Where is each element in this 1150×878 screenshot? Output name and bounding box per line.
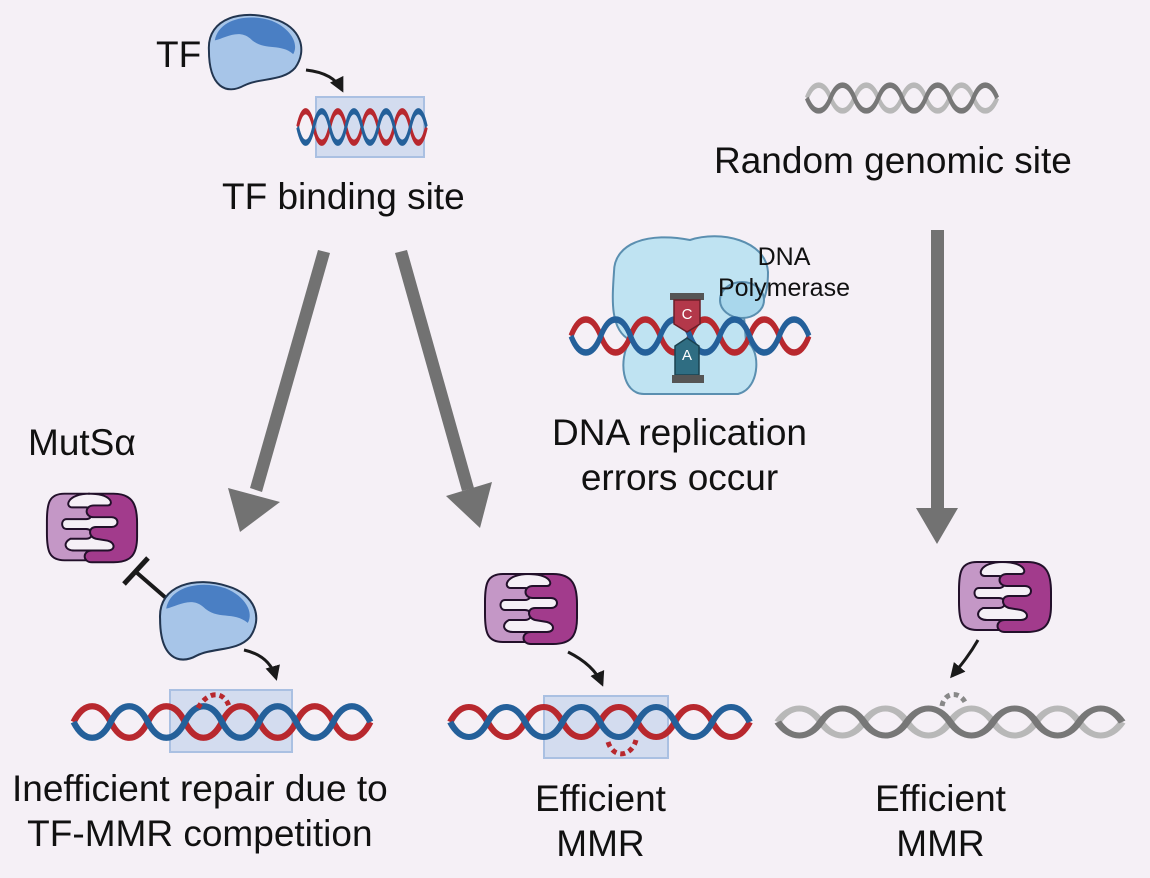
inefficient-repair-line1: Inefficient repair due to	[12, 768, 388, 809]
replication-errors-label: DNA replication errors occur	[552, 410, 807, 500]
inhibition-icon	[122, 556, 168, 600]
mutsa-protein-icon	[45, 492, 139, 564]
tf-binding-site-group	[207, 13, 427, 158]
flow-arrow-right	[916, 230, 958, 544]
efficient-mmr-right-line1: Efficient	[875, 778, 1006, 819]
dna-polymerase-label-line1: DNA	[757, 243, 811, 271]
flow-arrow-left	[228, 250, 330, 532]
tf-binding-arrow	[305, 68, 344, 93]
efficient-mmr-center-label: Efficient MMR	[535, 776, 666, 866]
tf-binding-box	[315, 96, 425, 158]
efficient-mmr-center-group	[450, 573, 750, 759]
replication-errors-line2: errors occur	[580, 457, 779, 499]
inefficient-repair-line2: TF-MMR competition	[27, 813, 373, 855]
efficient-mmr-center-line1: Efficient	[535, 778, 666, 819]
dna-helix-icon	[778, 709, 1122, 736]
efficient-mmr-center-line2: MMR	[556, 823, 645, 865]
mismatch-loop-icon	[939, 692, 969, 707]
dna-polymerase-label-line2: Polymerase	[718, 273, 850, 302]
efficient-mmr-right-line2: MMR	[896, 823, 985, 865]
dna-polymerase-icon: C A	[571, 235, 809, 395]
tf-protein-icon	[207, 13, 303, 91]
mutsa-protein-icon	[958, 561, 1052, 633]
efficient-mmr-right-group	[778, 561, 1122, 736]
dna-helix-icon	[807, 85, 997, 111]
nucleotide-a: A	[682, 347, 692, 364]
tf-binding-box	[169, 689, 293, 753]
random-genomic-site-label: Random genomic site	[714, 140, 1072, 181]
mutsa-label: MutSα	[28, 422, 136, 463]
mmr-binding-arrow	[950, 639, 980, 679]
mismatch-loop-icon	[195, 692, 233, 711]
efficient-mmr-right-label: Efficient MMR	[875, 776, 1006, 866]
mmr-binding-arrow	[567, 650, 605, 687]
dna-polymerase-label: DNA Polymerase	[718, 242, 850, 303]
mismatch-loop-icon	[605, 739, 639, 757]
tf-label: TF	[156, 34, 202, 75]
flow-arrows	[228, 230, 958, 544]
replication-errors-line1: DNA replication	[552, 412, 808, 453]
mutsa-protein-icon	[484, 573, 578, 645]
inefficient-repair-label: Inefficient repair due to TF-MMR competi…	[12, 766, 388, 856]
flow-arrow-middle	[395, 250, 492, 528]
tf-binding-arrow	[243, 648, 280, 681]
tf-binding-site-label: TF binding site	[222, 176, 465, 217]
nucleotide-c: C	[682, 306, 693, 323]
inefficient-repair-group	[45, 492, 370, 753]
tf-protein-icon	[158, 581, 258, 661]
